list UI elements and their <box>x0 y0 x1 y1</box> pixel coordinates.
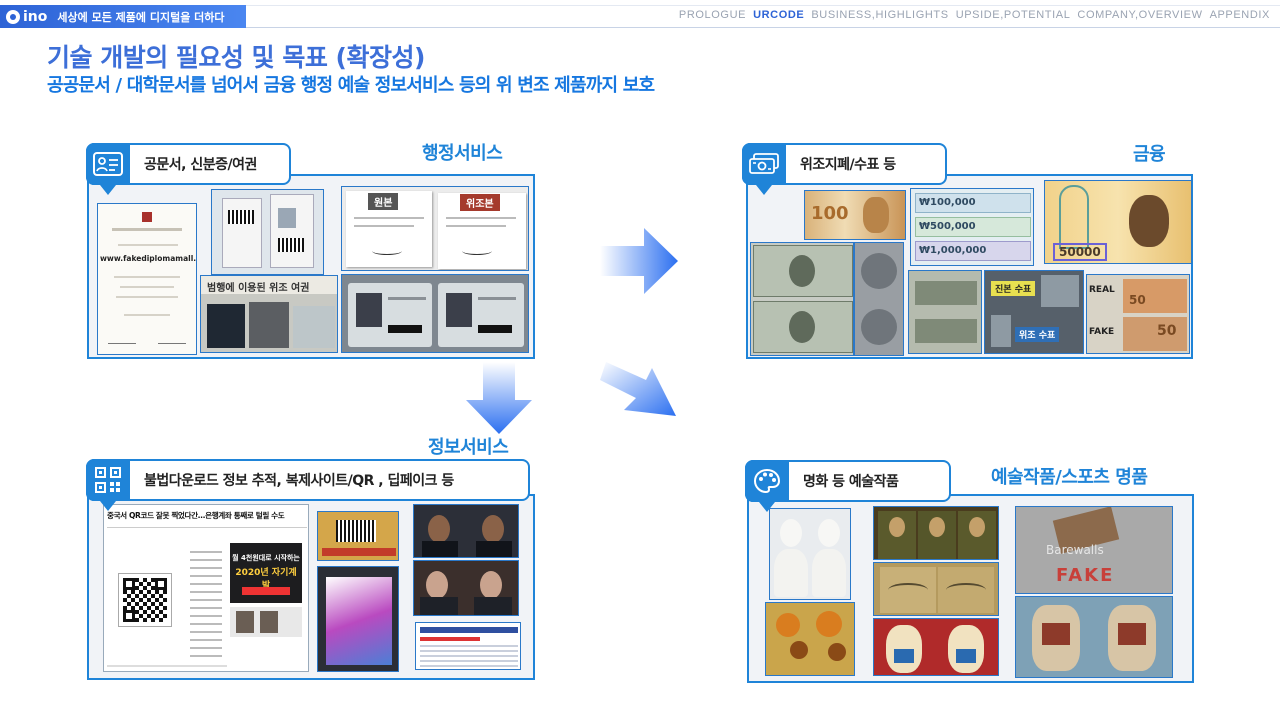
tag-info: 불법다운로드 정보 추적, 복제사이트/QR , 딥페이크 등 <box>86 459 530 511</box>
ad-line-1: 월 4천원대로 시작하는 <box>232 554 300 562</box>
page-title: 기술 개발의 필요성 및 목표 (확장성) <box>47 43 425 72</box>
mona-lisa-painting-image <box>873 506 999 560</box>
krw-50000-label: 50000 <box>1053 243 1107 261</box>
diploma-image: www.fakediplomamall.com <box>97 203 197 355</box>
usd-note-image <box>750 242 854 356</box>
check-compare-image: 진본 수표 위조 수표 <box>984 270 1084 354</box>
usd-detail-image <box>908 270 982 354</box>
tag-info-label: 불법다운로드 정보 추적, 복제사이트/QR , 딥페이크 등 <box>144 473 454 489</box>
real-caption: REAL <box>1089 285 1115 295</box>
arrow-right-icon <box>600 228 678 294</box>
diploma-url: www.fakediplomamall.com <box>100 254 197 263</box>
bust-sculpture-image <box>769 508 851 600</box>
deepfake-obama-image <box>413 504 519 558</box>
fake-caption: FAKE <box>1089 327 1115 337</box>
nav-prologue[interactable]: PROLOGUE <box>678 9 747 21</box>
news-headline: 중국서 QR코드 잘못 찍었다간...은행계좌 통째로 털릴 수도 <box>107 511 285 520</box>
palette-icon <box>745 460 789 512</box>
tag-admin-label: 공문서, 신분증/여권 <box>144 157 257 173</box>
category-info: 정보서비스 <box>428 437 509 458</box>
ino-logo[interactable]: ino <box>6 9 47 25</box>
fake-stamp-text: FAKE <box>1056 565 1115 586</box>
usd-zoom-image <box>854 242 904 356</box>
panel-info: 중국서 QR코드 잘못 찍었다간...은행계좌 통째로 털릴 수도 월 4천원대… <box>87 494 535 680</box>
arrow-down-icon <box>466 362 532 434</box>
logo-text: ino <box>23 8 48 25</box>
panel-finance: 100 ₩100,000 ₩500,000 ₩1,000,000 50000 진… <box>746 174 1193 359</box>
id-badge-image <box>211 189 324 275</box>
nav-business[interactable]: BUSINESS,HIGHLIGHTS <box>811 9 949 21</box>
sunflowers-painting-image <box>765 602 855 676</box>
dog-painting-image <box>873 618 999 676</box>
news-article-image: 중국서 QR코드 잘못 찍었다간...은행계좌 통째로 털릴 수도 월 4천원대… <box>103 504 309 672</box>
banknote-100-image: 100 <box>804 190 906 240</box>
qr-code-icon <box>86 459 130 511</box>
deepfake-putin-image <box>413 560 519 616</box>
tag-art: 명화 등 예술작품 <box>745 460 951 512</box>
krw-check-image: ₩100,000 ₩500,000 ₩1,000,000 <box>910 188 1034 266</box>
nav-upside[interactable]: UPSIDE,POTENTIAL <box>955 9 1071 21</box>
tag-art-label: 명화 등 예술작품 <box>803 474 899 490</box>
passport-caption: 범행에 이용된 위조 여권 <box>207 283 310 294</box>
top-nav: PROLOGUE URCODE BUSINESS,HIGHLIGHTS UPSI… <box>679 9 1270 21</box>
tag-finance-label: 위조지폐/수표 등 <box>800 157 896 173</box>
barcode-photo-image <box>317 511 399 561</box>
forged-caption: 위조본 <box>460 194 500 211</box>
document-compare-image: 원본 위조본 <box>341 186 529 271</box>
id-card-icon <box>86 143 130 195</box>
genuine-check-caption: 진본 수표 <box>991 281 1036 296</box>
watermark-text: Barewalls <box>1046 543 1104 557</box>
page-subtitle: 공공문서 / 대학문서를 넘어서 금융 행정 예술 정보서비스 등의 위 변조 … <box>47 75 655 96</box>
oriental-painting-image <box>873 562 999 616</box>
krw-50000-image: 50000 <box>1044 180 1192 264</box>
brand-slogan: 세상에 모든 제품에 디지털을 더하다 <box>57 10 225 24</box>
category-admin: 행정서비스 <box>422 143 503 164</box>
fake-stamp-image: FAKE Barewalls <box>1015 506 1173 594</box>
banknote-icon <box>742 143 786 195</box>
ad-line-2: 2020년 자기계발 <box>235 568 297 591</box>
forged-check-caption: 위조 수표 <box>1015 327 1060 342</box>
brand-bar: ino 세상에 모든 제품에 디지털을 더하다 <box>0 5 246 28</box>
panel-admin: www.fakediplomamall.com 범행에 이용된 위조 여권 원본… <box>87 174 535 359</box>
header-line <box>246 5 1280 28</box>
nav-urcode[interactable]: URCODE <box>753 9 805 21</box>
nav-appendix[interactable]: APPENDIX <box>1209 9 1270 21</box>
phone-photo-image <box>317 566 399 672</box>
category-art: 예술작품/스포츠 명품 <box>991 467 1148 488</box>
tag-admin: 공문서, 신분증/여권 <box>86 143 291 195</box>
original-caption: 원본 <box>368 193 399 210</box>
panel-art: FAKE Barewalls <box>747 494 1194 683</box>
nav-company[interactable]: COMPANY,OVERVIEW <box>1077 9 1203 21</box>
passport-image: 범행에 이용된 위조 여권 <box>200 275 338 353</box>
arrow-diagonal-icon <box>600 362 676 416</box>
eur-real-fake-image: REAL FAKE 50 50 <box>1086 274 1190 354</box>
category-finance: 금융 <box>1133 144 1166 165</box>
id-card-compare-image <box>341 274 529 353</box>
logo-mark-icon <box>6 9 20 24</box>
tag-finance: 위조지폐/수표 등 <box>742 143 947 195</box>
armor-figure-image <box>1015 596 1173 678</box>
clone-site-image <box>415 622 521 670</box>
